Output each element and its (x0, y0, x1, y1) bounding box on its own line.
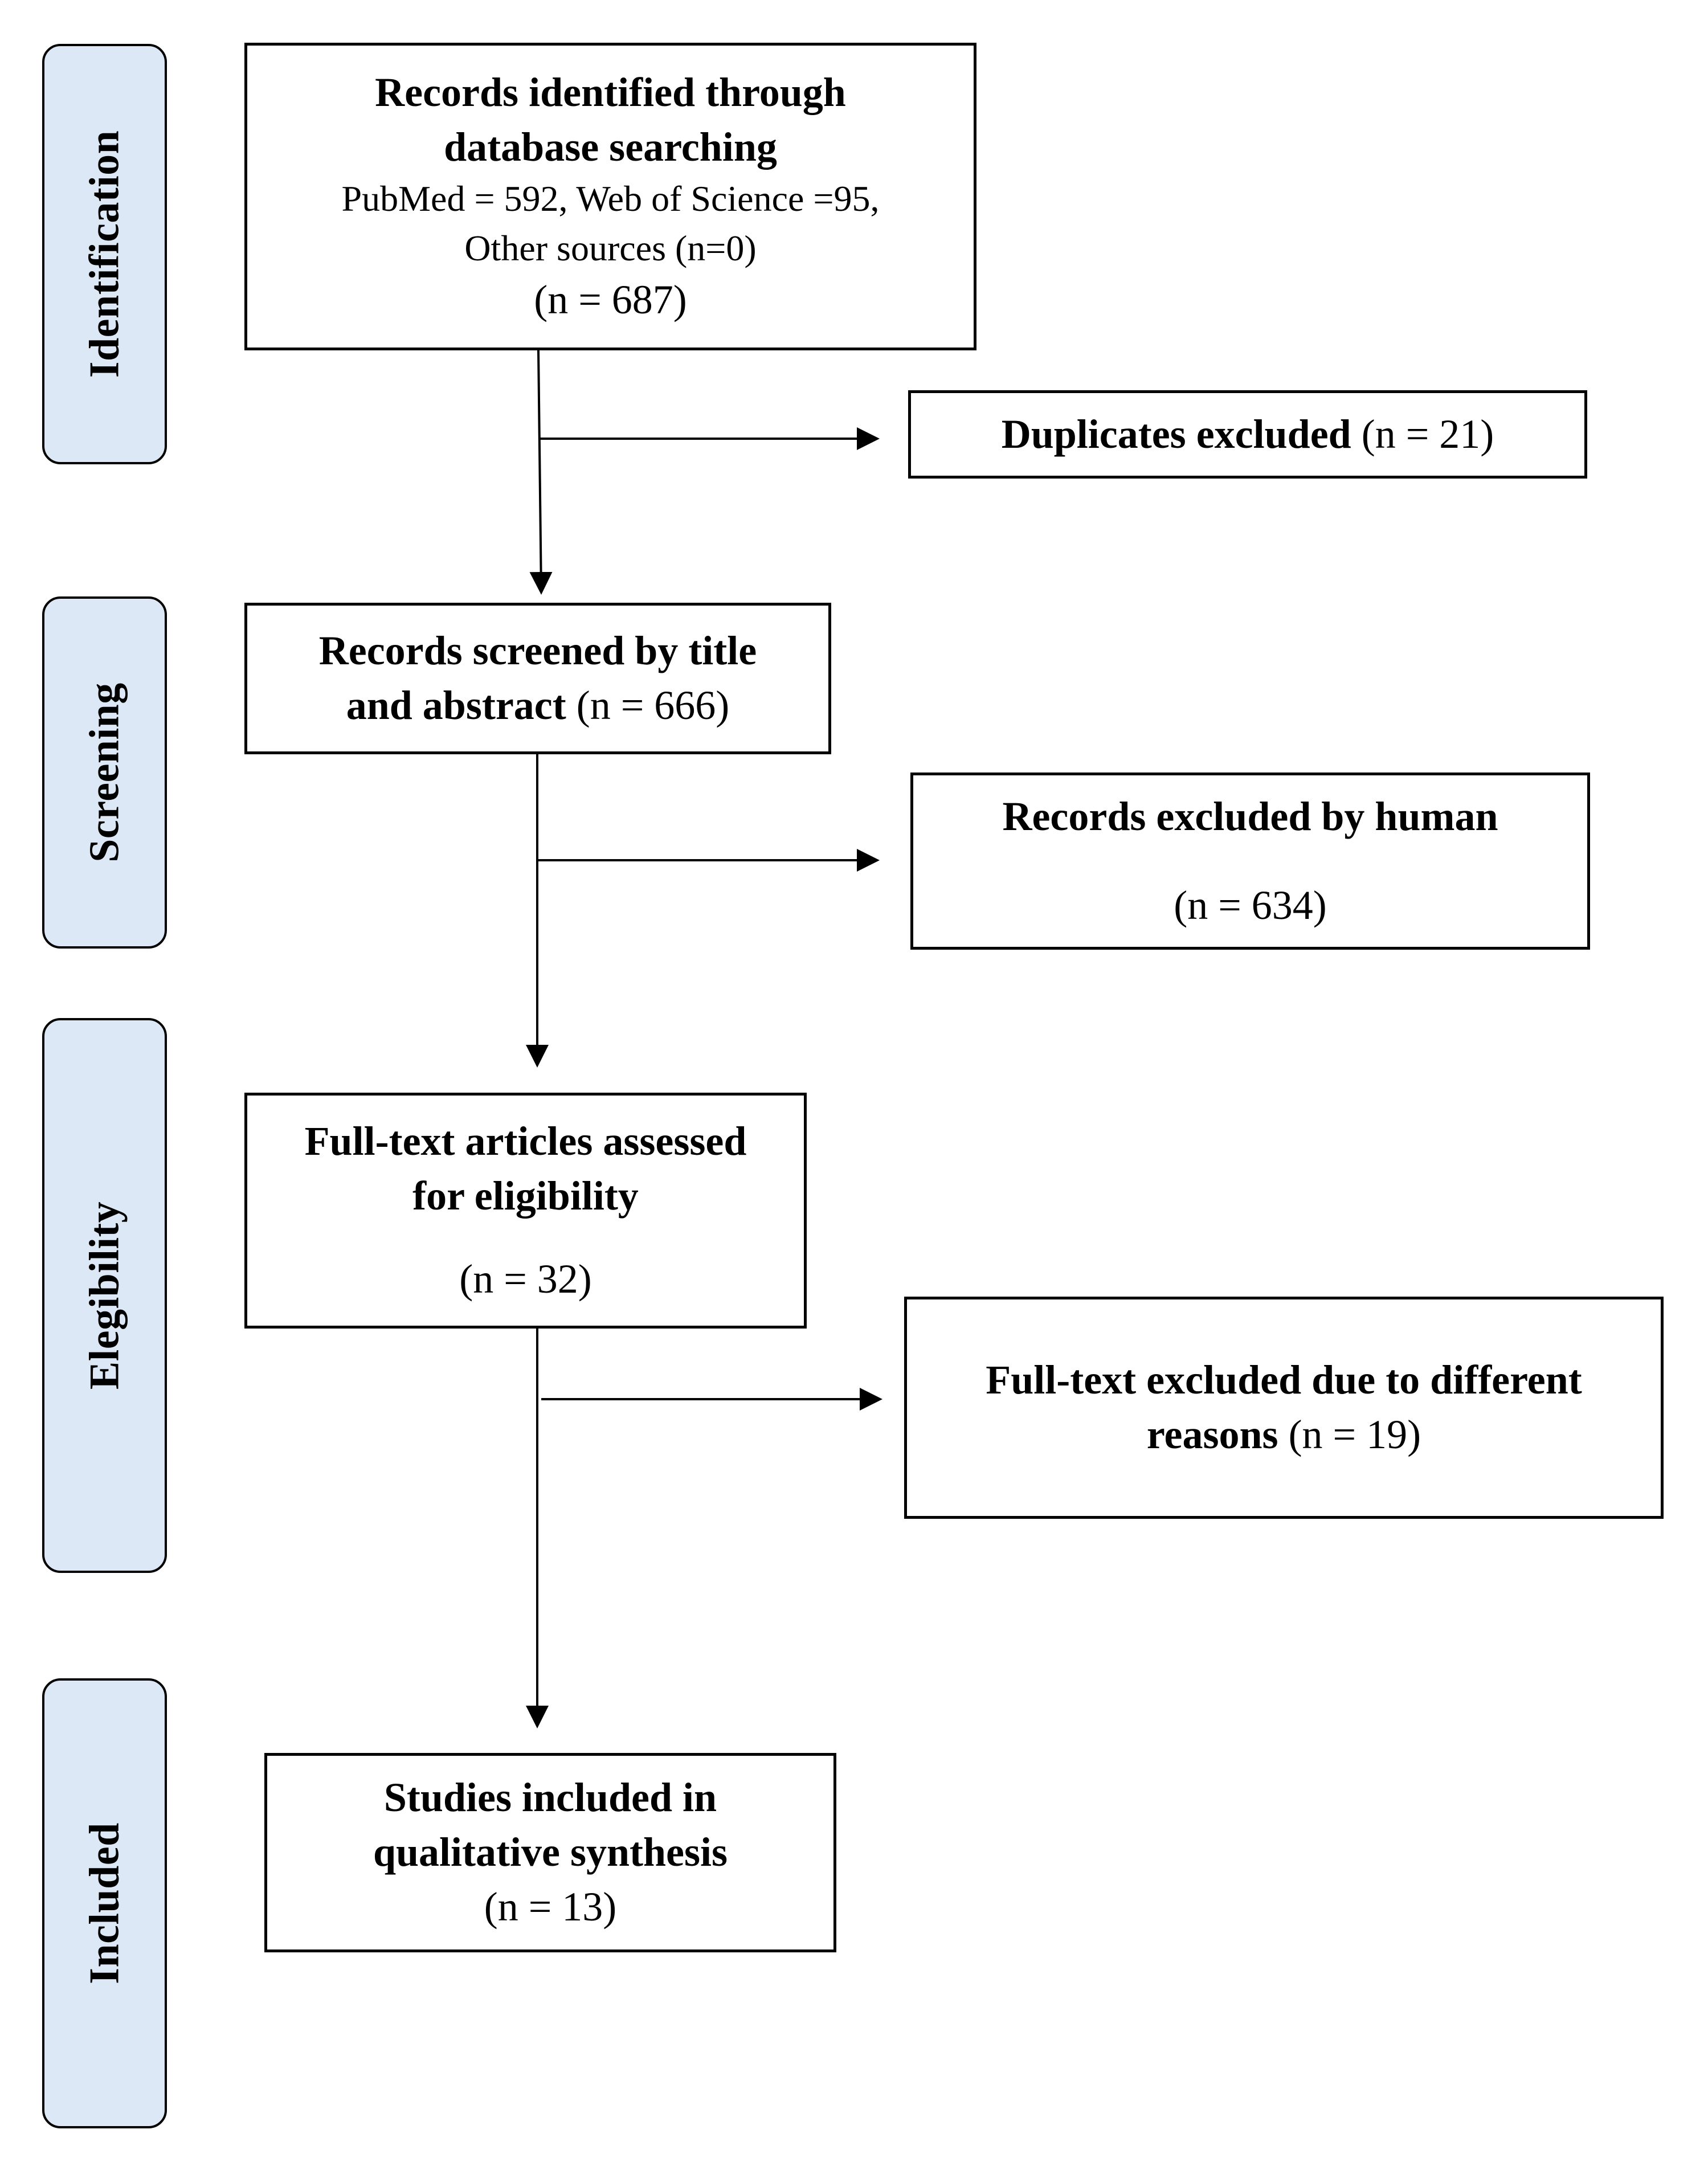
duplicates-excluded-box: Duplicates excluded (n = 21) (908, 390, 1587, 479)
identified-title-line2: database searching (444, 124, 777, 170)
screened-title-line1: Records screened by title (318, 628, 757, 674)
records-excluded-human-box: Records excluded by human (n = 634) (910, 773, 1590, 950)
identified-title-line1: Records identified through (375, 69, 846, 115)
phase-screening: Screening (42, 596, 167, 949)
fulltext-title-line2: for eligibility (412, 1173, 639, 1219)
phase-included: Included (42, 1678, 167, 2128)
screened-title-line2: and abstract (346, 682, 566, 728)
excluded-human-count: (n = 634) (1174, 882, 1327, 928)
fulltext-title-line1: Full-text articles assessed (304, 1118, 747, 1164)
fulltext-count: (n = 32) (459, 1256, 592, 1302)
duplicates-count: (n = 21) (1361, 411, 1494, 457)
included-count: (n = 13) (484, 1883, 617, 1930)
screened-count: (n = 666) (576, 682, 730, 728)
studies-included-box: Studies included in qualitative synthesi… (264, 1753, 836, 1952)
included-title-line2: qualitative synthesis (373, 1829, 728, 1875)
duplicates-title: Duplicates excluded (1001, 411, 1351, 457)
excluded-human-title: Records excluded by human (1002, 793, 1498, 839)
fulltext-excluded-title-line2: reasons (1146, 1412, 1278, 1457)
records-identified-box: Records identified through database sear… (244, 43, 976, 350)
records-screened-box: Records screened by title and abstract (… (244, 603, 831, 754)
phase-eligibility: Elegibility (42, 1018, 167, 1573)
phase-identification: Identification (42, 44, 167, 464)
identified-sources-line2: Other sources (n=0) (464, 227, 757, 268)
identified-sources-line1: PubMed = 592, Web of Science =95, (341, 178, 880, 219)
arrow-identified-to-screened (529, 350, 553, 595)
included-title-line1: Studies included in (383, 1775, 717, 1821)
fulltext-excluded-box: Full-text excluded due to different reas… (904, 1297, 1664, 1519)
fulltext-excluded-count: (n = 19) (1288, 1412, 1421, 1457)
fulltext-excluded-title-line1: Full-text excluded due to different (986, 1357, 1582, 1403)
fulltext-assessed-box: Full-text articles assessed for eligibil… (244, 1093, 807, 1329)
identified-count: (n = 687) (534, 277, 687, 323)
